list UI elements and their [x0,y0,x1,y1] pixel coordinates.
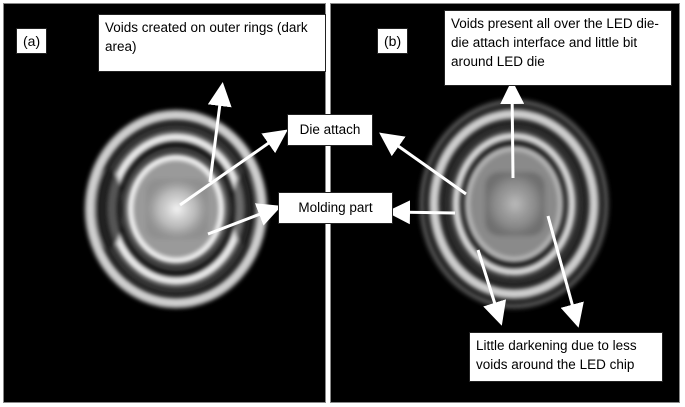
arrow-voids-all-over [500,80,525,179]
arrow-molding-a [207,203,282,236]
panel-b-label: (b) [377,28,409,54]
annotation-molding-part: Molding part [278,192,393,224]
arrow-die-attach-a [179,129,288,207]
annotation-little-darkening: Little darkening due to less voids aroun… [469,332,663,382]
annotation-die-attach: Die attach [287,114,373,146]
arrow-molding-b [386,200,456,225]
arrow-darkening-2 [546,215,584,328]
arrow-die-attach-b [379,132,467,196]
arrow-darkening-1 [476,249,507,326]
arrow-voids-outer [207,82,232,183]
xray-rings-a [85,110,267,308]
annotation-voids-all-over: Voids present all over the LED die- die … [444,10,672,86]
panel-a-label: (a) [16,28,48,54]
annotation-voids-outer: Voids created on outer rings (dark area) [98,14,326,72]
